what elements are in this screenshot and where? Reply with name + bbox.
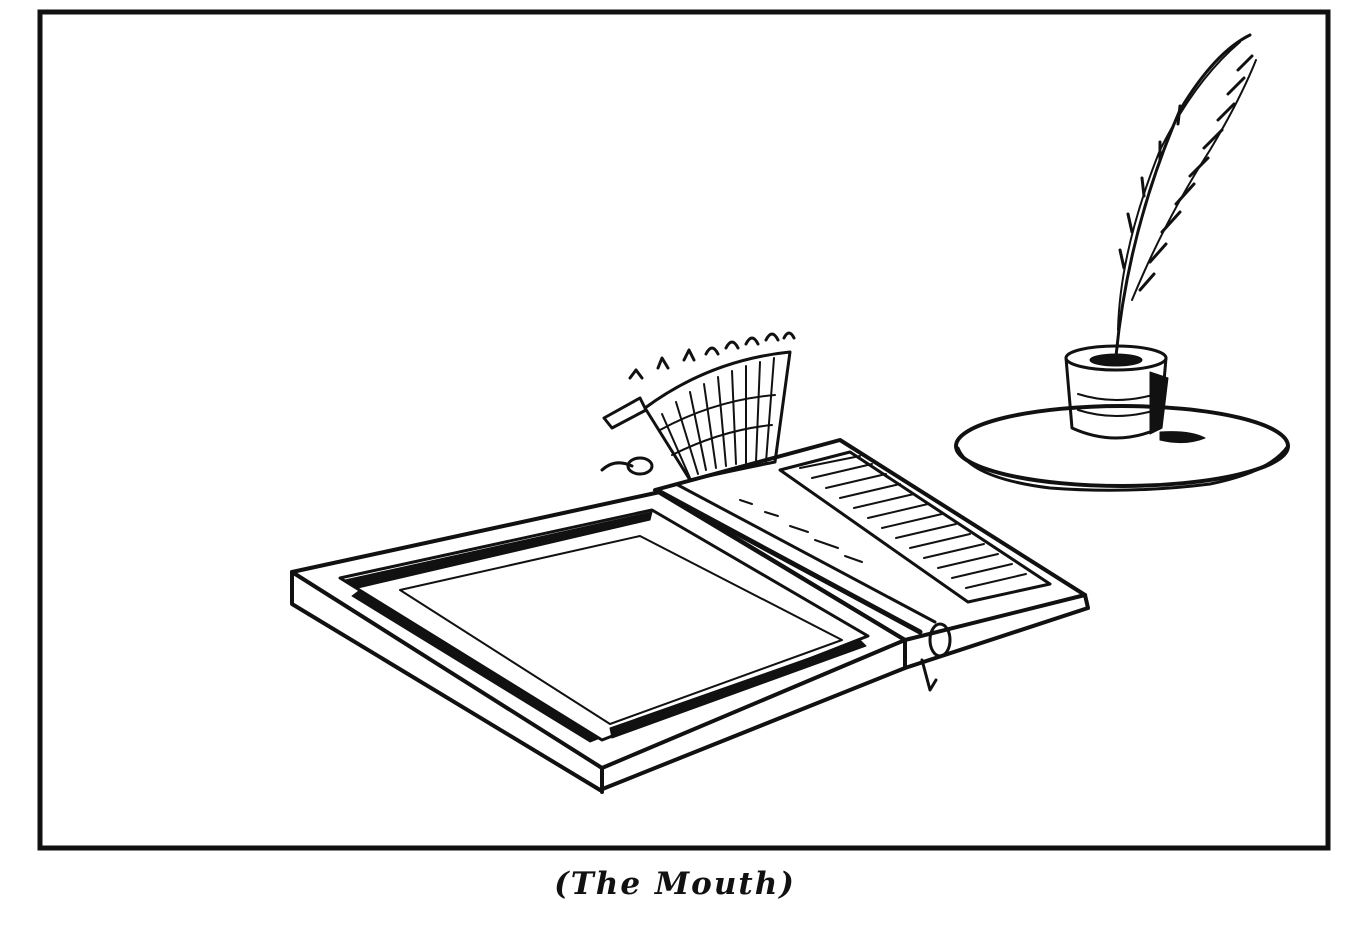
quill-pen-drawing <box>1114 33 1257 358</box>
typewriter-drawing <box>290 331 1090 794</box>
inkwell-drawing <box>954 344 1290 492</box>
illustration <box>37 9 1331 851</box>
frame-border <box>37 9 1331 851</box>
caption: (The Mouth) <box>554 866 796 902</box>
